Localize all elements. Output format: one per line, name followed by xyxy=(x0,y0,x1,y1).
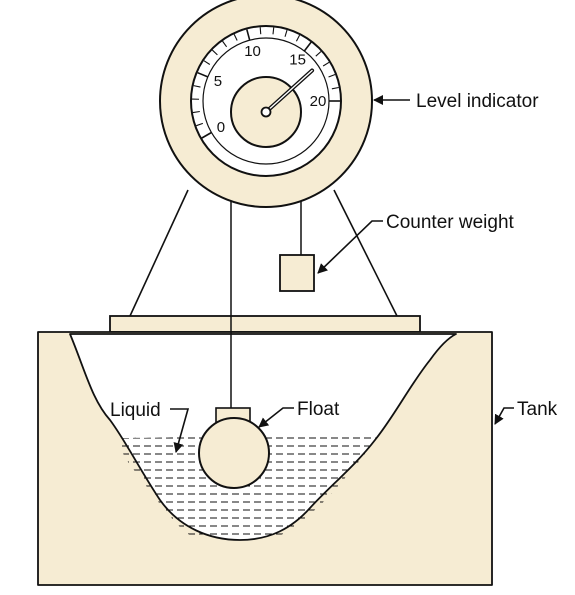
counter-weight xyxy=(279,254,315,292)
gauge-minor-tick xyxy=(192,110,200,114)
liquid-label: Liquid xyxy=(110,400,161,421)
gauge-major-tick xyxy=(303,41,312,52)
float-arrow xyxy=(258,407,294,428)
gauge-major-tick xyxy=(197,71,209,78)
counter-weight-arrow xyxy=(317,220,383,274)
gauge-tick-labels: 0 5 10 15 20 xyxy=(214,43,327,136)
gauge-minor-tick xyxy=(284,29,288,37)
gauge-minor-tick xyxy=(203,60,211,65)
callout-arrows xyxy=(170,95,514,453)
gauge-minor-tick xyxy=(331,86,339,90)
gauge-minor-tick xyxy=(193,85,201,88)
gauge-minor-tick xyxy=(328,73,336,78)
gauge-minor-tick xyxy=(272,27,275,35)
level-indicator-dial: 0 5 10 15 20 xyxy=(159,0,373,208)
liquid-arrow xyxy=(170,408,190,453)
counter-weight-label: Counter weight xyxy=(386,212,515,233)
gauge-minor-tick xyxy=(233,33,238,41)
gauge-needle-highlight xyxy=(265,69,313,113)
needle-pivot xyxy=(260,106,272,118)
gauge-tick-label: 20 xyxy=(310,93,327,110)
gauge-tick-label: 0 xyxy=(217,119,225,136)
gauge-ticks xyxy=(192,27,340,139)
gauge-tick-label: 5 xyxy=(214,73,222,90)
tank-label: Tank xyxy=(517,399,558,420)
gauge-major-tick xyxy=(246,29,251,41)
gauge-minor-tick xyxy=(295,34,301,42)
support-legs xyxy=(129,189,398,317)
float xyxy=(198,417,270,489)
gauge-tick-label: 15 xyxy=(289,52,306,69)
tank xyxy=(37,331,493,586)
support-plate xyxy=(109,315,421,333)
gauge-minor-tick xyxy=(196,122,204,127)
float-label: Float xyxy=(297,399,340,420)
gauge-minor-tick xyxy=(259,27,262,35)
gauge-minor-tick xyxy=(211,49,218,56)
gauge-minor-tick xyxy=(322,61,330,67)
gauge-tick-label: 10 xyxy=(244,43,261,60)
gauge-minor-tick xyxy=(315,51,322,57)
level-indicator-label: Level indicator xyxy=(416,91,539,112)
gauge-minor-tick xyxy=(222,40,228,48)
tank-arrow xyxy=(494,407,514,425)
gauge-major-tick xyxy=(201,131,212,139)
